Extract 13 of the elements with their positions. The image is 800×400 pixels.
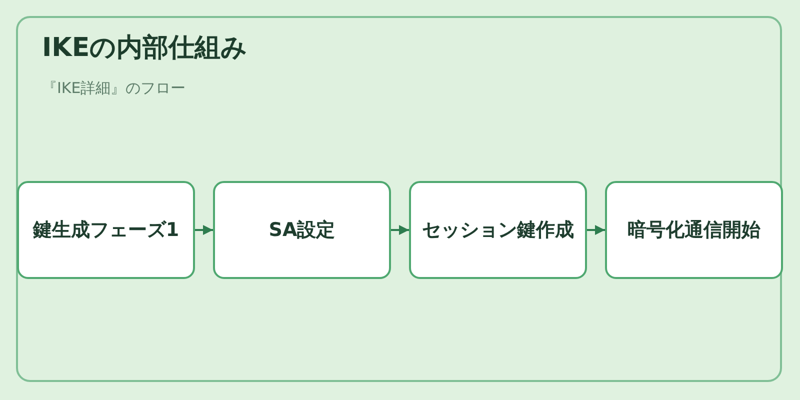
title: IKEの内部仕組み	[42, 32, 248, 65]
process-box	[605, 181, 783, 279]
step-label: セッション鍵作成	[422, 218, 574, 242]
step-label: SA設定	[268, 218, 336, 242]
arrow	[195, 225, 213, 235]
process-box	[213, 181, 391, 279]
arrow	[587, 225, 605, 235]
step-label: 暗号化通信開始	[628, 218, 760, 242]
step-label: 鍵生成フェーズ1	[32, 218, 180, 242]
process-box	[17, 181, 195, 279]
subtitle: 『IKE詳細』のフロー	[42, 78, 186, 98]
arrow	[391, 225, 409, 235]
process-box	[409, 181, 587, 279]
